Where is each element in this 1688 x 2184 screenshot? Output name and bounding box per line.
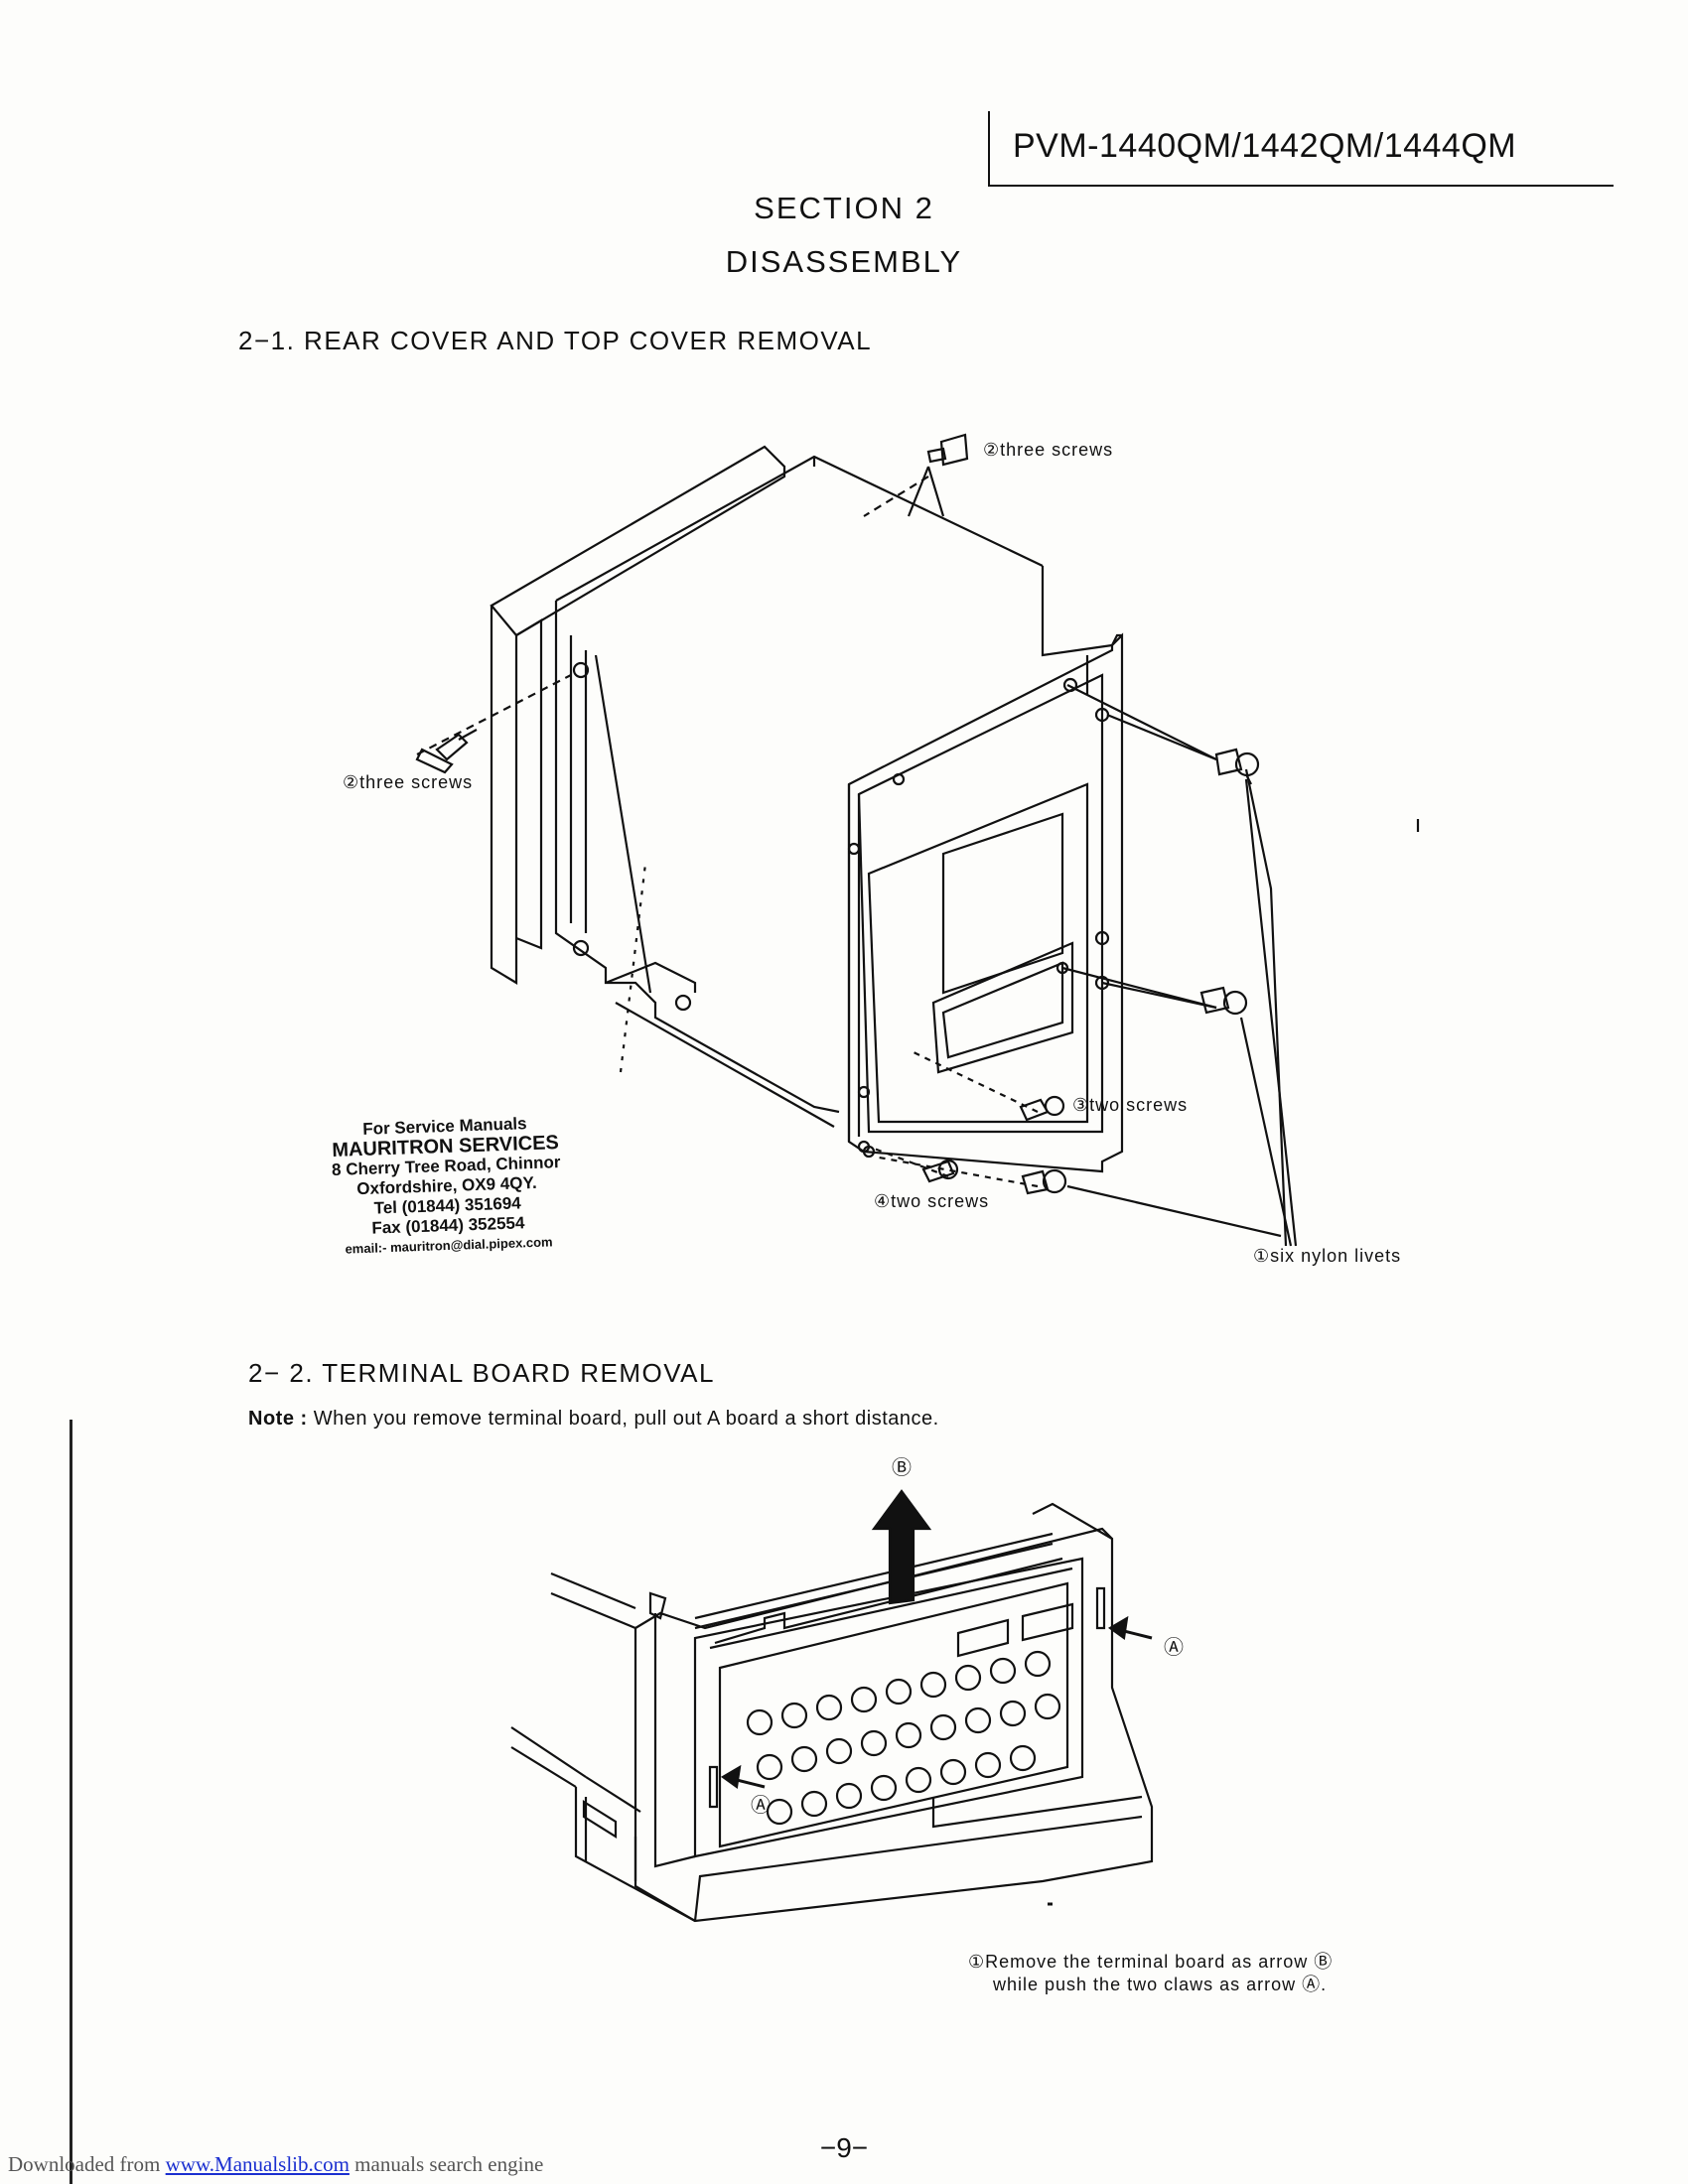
page-number: −9−: [819, 2132, 869, 2163]
label-six-nylon-livets: ①six nylon livets: [1253, 1246, 1402, 1266]
download-footer: Downloaded from www.Manualslib.com manua…: [8, 2152, 543, 2177]
terminal-jacks: [746, 1650, 1061, 1826]
label-arrow-a-left: Ⓐ: [751, 1795, 772, 1817]
nylon-rivet-2-icon: [1199, 986, 1248, 1016]
note: Note : When you remove terminal board, p…: [248, 1408, 939, 1431]
claw-left-top: [648, 1591, 667, 1620]
subsection-1-heading: 2−1. REAR COVER AND TOP COVER REMOVAL: [238, 326, 873, 355]
claw-right: [1095, 1586, 1106, 1630]
rear-panel-outline: [847, 632, 1124, 1173]
chassis-outline: [574, 1502, 1154, 1923]
bezel-top: [490, 445, 786, 637]
label-arrow-a-right: Ⓐ: [1164, 1637, 1185, 1659]
arrow-a-left-icon: [720, 1764, 766, 1789]
screw-4-icon: [921, 1159, 959, 1183]
section-subtitle: DISASSEMBLY: [725, 244, 963, 279]
cabinet-side-bottom: [554, 601, 840, 1114]
screw-top-icon: [939, 433, 969, 467]
screw-left-icon: [415, 729, 478, 774]
header-rule-horizontal: [988, 185, 1614, 187]
terminal-board-top: [634, 1527, 1113, 1630]
note-label: Note :: [248, 1408, 308, 1430]
label-arrow-b: Ⓑ: [892, 1457, 913, 1479]
instruction-line-2: while push the two claws as arrow Ⓐ.: [993, 1975, 1328, 1994]
binding-edge: [70, 1420, 72, 2184]
screw-3-icon: [1019, 1095, 1065, 1122]
label-three-screws-left: ②three screws: [343, 772, 474, 792]
arrow-a-right-icon: [1107, 1615, 1153, 1640]
instruction-line-1: ①Remove the terminal board as arrow Ⓑ: [968, 1952, 1334, 1972]
label-three-screws-top: ②three screws: [983, 440, 1114, 460]
model-number: PVM-1440QM/1442QM/1444QM: [1013, 127, 1517, 165]
subsection-2-heading: 2− 2. TERMINAL BOARD REMOVAL: [248, 1358, 715, 1388]
nylon-rivet-3-icon: [1021, 1168, 1067, 1195]
section-title: SECTION 2: [754, 191, 934, 225]
header-rule-vertical: [988, 111, 990, 187]
bezel-left: [490, 606, 518, 985]
label-two-screws-3: ③two screws: [1072, 1095, 1189, 1115]
footer-prefix: Downloaded from: [8, 2152, 166, 2176]
claw-left: [708, 1765, 719, 1809]
manualslib-link[interactable]: www.Manualslib.com: [165, 2152, 350, 2176]
arrow-b-icon: [871, 1489, 932, 1605]
label-two-screws-4: ④two screws: [874, 1191, 990, 1211]
footer-suffix: manuals search engine: [349, 2152, 544, 2176]
note-text: When you remove terminal board, pull out…: [307, 1408, 939, 1430]
